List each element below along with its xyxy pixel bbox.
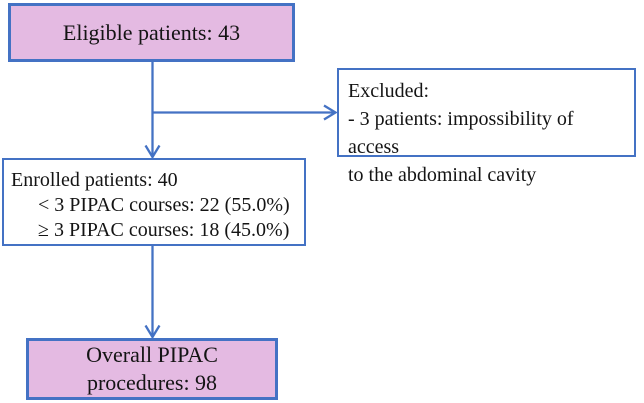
eligible-patients-box: Eligible patients: 43 [8, 3, 295, 62]
enrolled-3-or-more-courses-text: ≥ 3 PIPAC courses: 18 (45.0%) [38, 219, 290, 241]
overall-procedures-box: Overall PIPAC procedures: 98 [26, 338, 278, 400]
excluded-title: Excluded: [348, 80, 430, 102]
enrolled-patients-box: Enrolled patients: 40 < 3 PIPAC courses:… [2, 158, 306, 246]
excluded-box: Excluded: - 3 patients: impossibility of… [337, 68, 636, 186]
enrolled-less-than-3-courses-text: < 3 PIPAC courses: 22 (55.0%) [38, 194, 290, 216]
overall-procedures-line2: procedures: 98 [86, 370, 218, 395]
overall-procedures-line1: Overall PIPAC [86, 342, 218, 367]
excluded-reason-line1: - 3 patients: impossibility of access [348, 108, 574, 158]
arrowhead-down-enrolled [144, 144, 161, 160]
eligible-patients-text: Eligible patients: 43 [62, 19, 241, 45]
enrolled-patients-text: Enrolled patients: 40 [11, 169, 178, 191]
arrowhead-right-excluded [323, 104, 338, 121]
arrowhead-down-overall [144, 324, 161, 340]
excluded-reason-line2: to the abdominal cavity [348, 164, 537, 186]
